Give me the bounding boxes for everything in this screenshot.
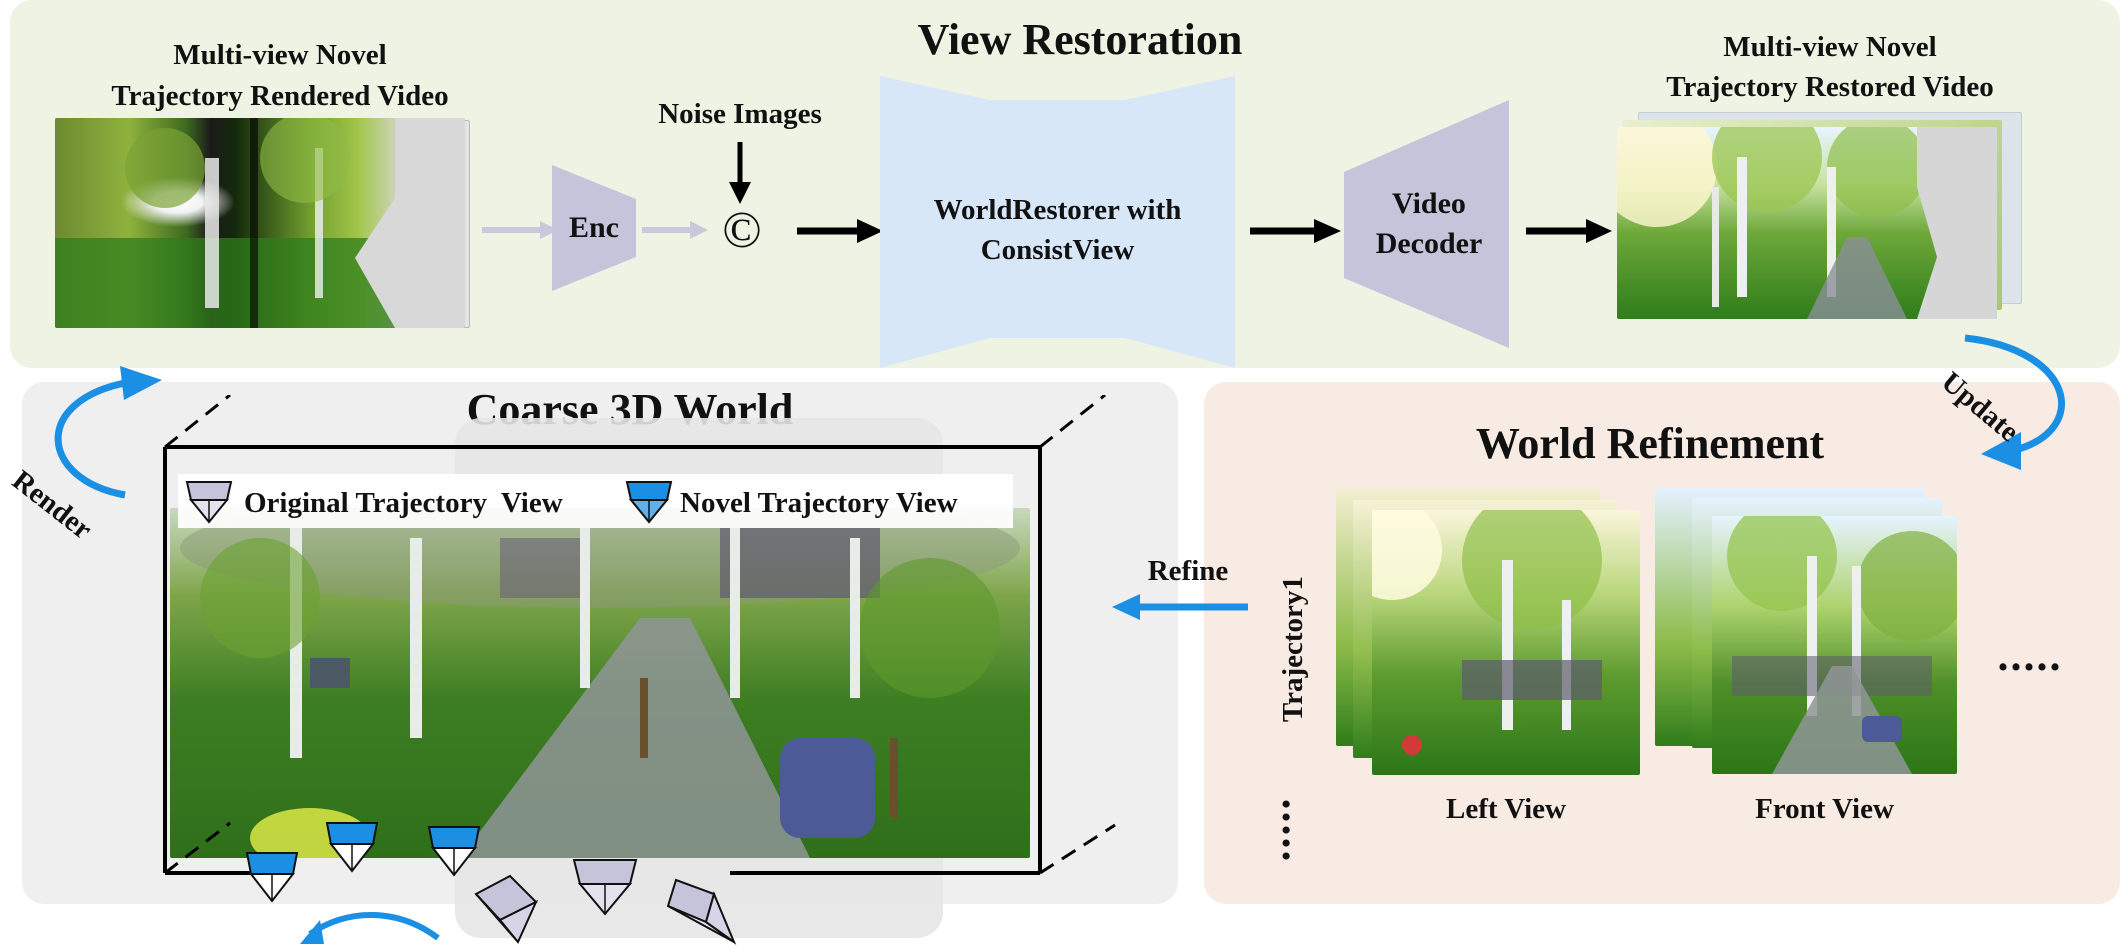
worldrestorer-block [880, 76, 1235, 368]
coarse-world-bounding-box [163, 395, 1116, 875]
input-video-caption-line2: Trajectory Rendered Video [111, 80, 449, 112]
render-arrow [54, 366, 162, 499]
legend-novel-trajectory: Novel Trajectory View [680, 487, 958, 519]
more-views-ellipsis: ..... [1997, 631, 2063, 680]
input-video-caption-line1: Multi-view Novel [173, 39, 387, 71]
world-refinement-title: World Refinement [1475, 419, 1825, 468]
coarse-scene-image [170, 508, 1030, 858]
view-restoration-title: View Restoration [917, 15, 1243, 64]
left-view-frame [1372, 510, 1640, 775]
worldrestorer-label-line1: WorldRestorer with [933, 194, 1182, 226]
original-trajectory-camera-icon [185, 481, 233, 524]
front-view-frame [1712, 516, 1957, 774]
video-decoder-label-line2: Decoder [1375, 227, 1483, 260]
noise-down-arrow [729, 142, 751, 204]
novel-camera-1 [245, 852, 299, 903]
update-arrow [1964, 334, 2065, 470]
encoder-to-concat-arrow [642, 221, 708, 239]
output-video-caption-line1: Multi-view Novel [1723, 31, 1937, 63]
input-to-encoder-arrow [482, 221, 558, 239]
original-camera-2 [572, 859, 638, 916]
output-video-caption-line2: Trajectory Restored Video [1666, 71, 1994, 103]
noise-images-label: Noise Images [658, 98, 822, 130]
encoder-block [552, 165, 636, 291]
encoder-label: Enc [568, 211, 619, 244]
restorer-to-decoder-arrow [1250, 219, 1341, 243]
original-camera-3 [666, 878, 737, 945]
novel-trajectory-curve-arrow [300, 912, 440, 944]
novel-camera-2 [325, 822, 379, 873]
worldrestorer-label-line2: ConsistView [980, 234, 1135, 266]
concat-symbol: © [722, 202, 762, 259]
front-view-label: Front View [1755, 793, 1894, 825]
refine-arrow [1112, 594, 1248, 620]
video-decoder-label-line1: Video [1392, 187, 1466, 220]
output-restored-frame [1617, 127, 1997, 319]
video-decoder-block [1344, 100, 1509, 348]
refine-label: Refine [1147, 555, 1229, 587]
novel-trajectory-camera-icon [625, 481, 673, 524]
concat-to-restorer-arrow [797, 219, 883, 243]
more-trajectories-ellipsis: ..... [1272, 798, 1322, 864]
camera-legend [178, 474, 1013, 528]
legend-original-trajectory: Original Trajectory View [244, 487, 563, 519]
trajectory1-label: Trajectory1 [1276, 576, 1309, 723]
decoder-to-output-arrow [1526, 219, 1612, 243]
input-rendered-frame [55, 118, 465, 328]
novel-camera-3 [427, 826, 481, 877]
left-view-label: Left View [1446, 793, 1566, 825]
original-camera-1 [474, 874, 539, 944]
